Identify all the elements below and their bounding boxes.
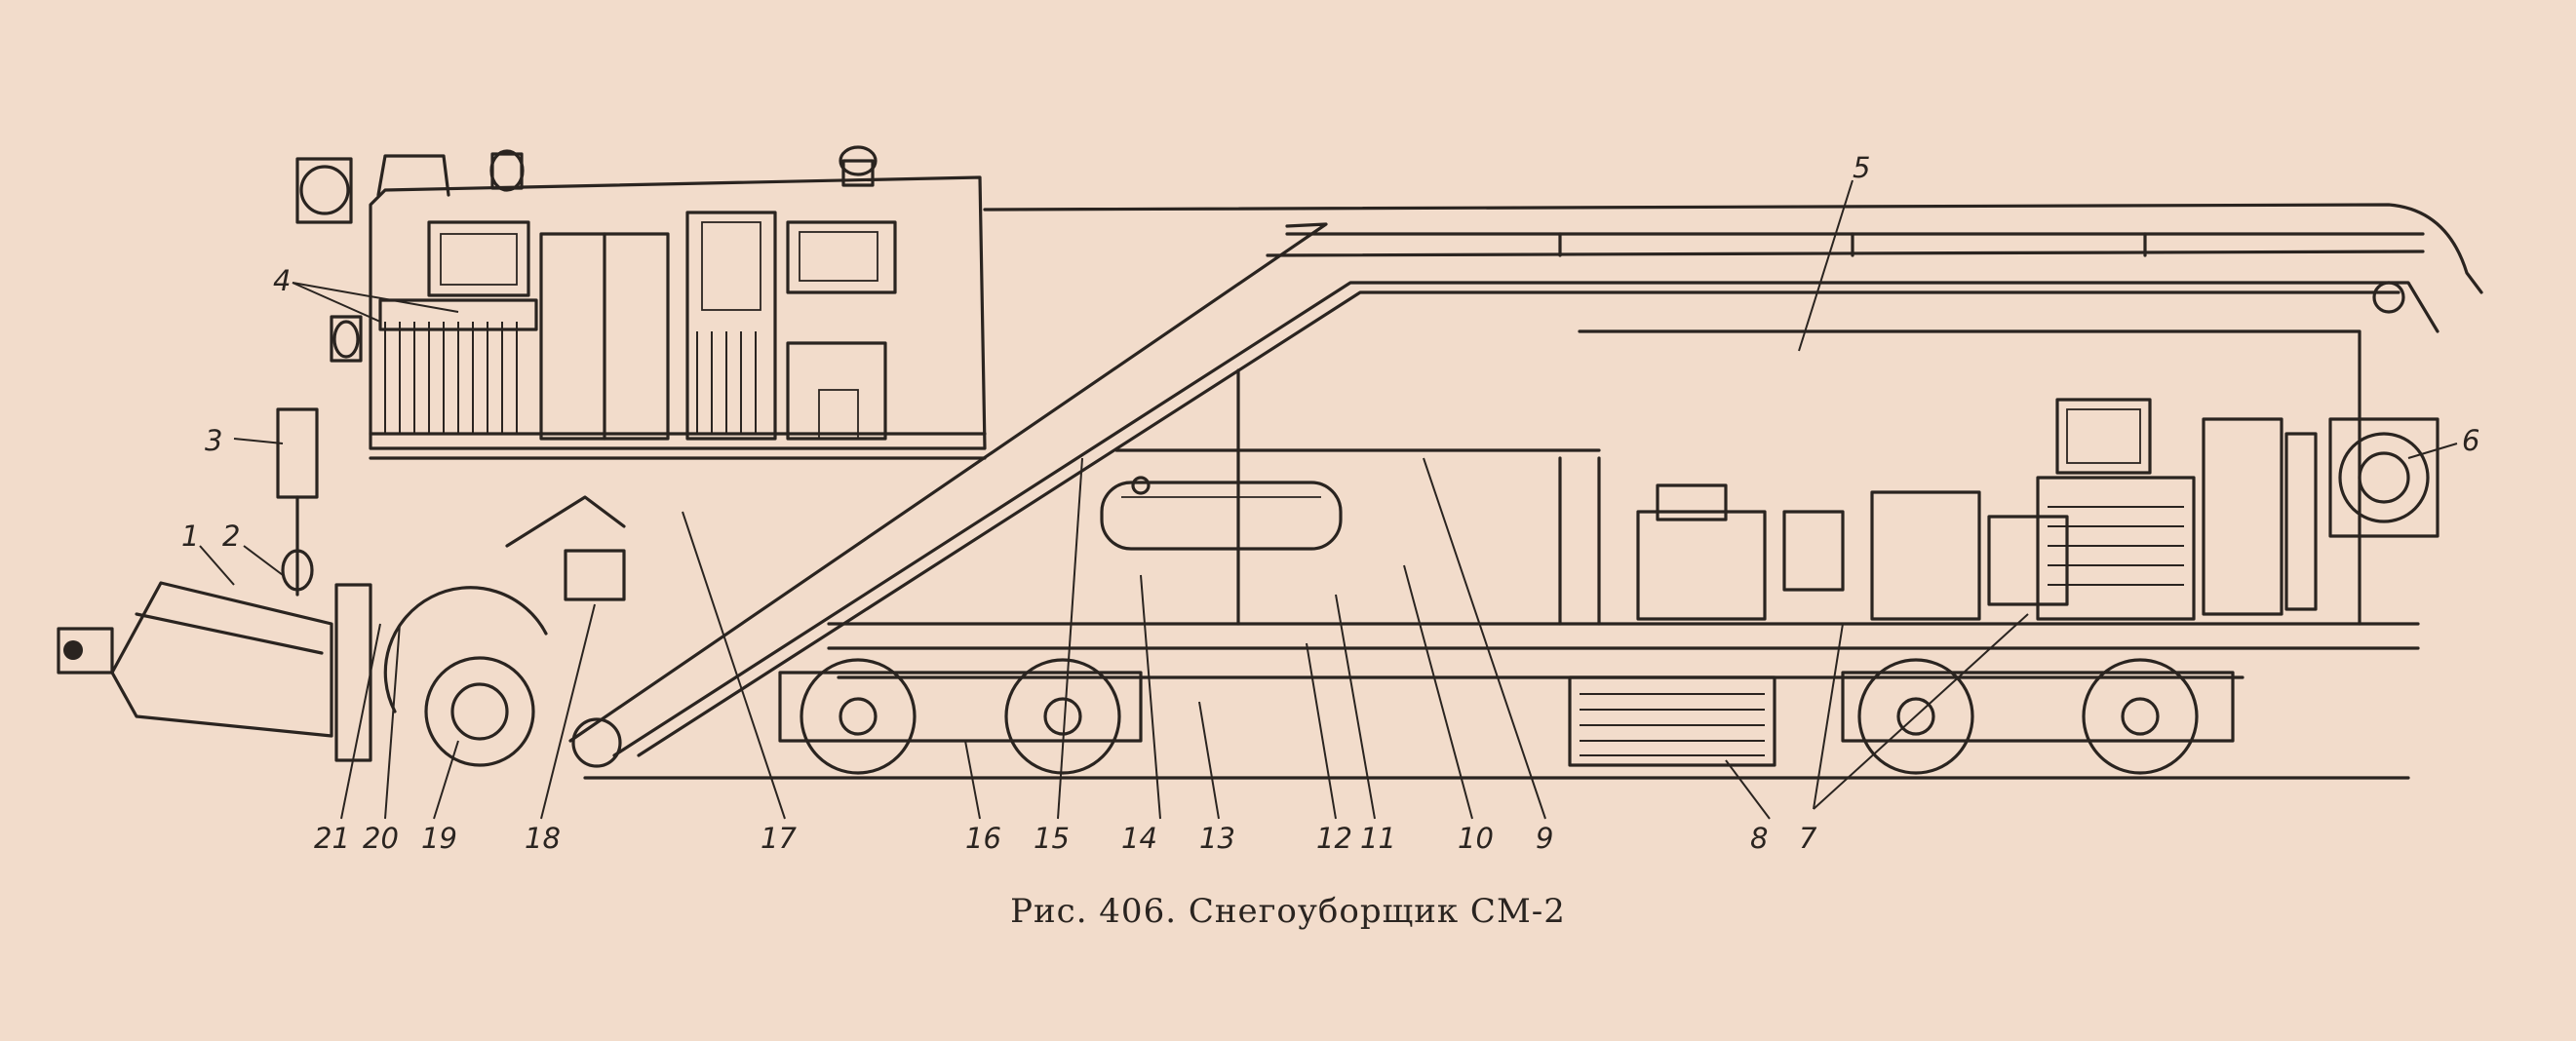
callout-11: 11: [1360, 822, 1396, 855]
callout-8: 8: [1750, 822, 1768, 855]
bogie-front: [778, 658, 1143, 775]
callout-7: 7: [1799, 822, 1817, 855]
callout-labels: 1 2 3 4 5 6 7 8 9 10 11 12 13 14 15 16 1…: [181, 151, 2479, 855]
frame: [827, 448, 2420, 679]
callout-13: 13: [1199, 822, 1235, 855]
leader-lines: [199, 179, 2458, 820]
callout-14: 14: [1121, 822, 1157, 855]
callout-2: 2: [222, 520, 240, 553]
callout-3: 3: [205, 424, 222, 457]
callout-15: 15: [1034, 822, 1070, 855]
callout-21: 21: [314, 822, 350, 855]
bogie-rear: [1841, 658, 2235, 775]
callout-17: 17: [761, 822, 797, 855]
callout-4: 4: [273, 264, 291, 297]
brush: [383, 495, 626, 767]
callout-10: 10: [1458, 822, 1494, 855]
callout-9: 9: [1536, 822, 1553, 855]
callout-20: 20: [363, 822, 399, 855]
cab: [295, 145, 987, 460]
callout-16: 16: [965, 822, 1001, 855]
fan: [2328, 417, 2439, 538]
door-hatching: [696, 331, 757, 434]
callout-5: 5: [1853, 151, 1870, 184]
front-plow: [57, 407, 372, 762]
callout-18: 18: [525, 822, 561, 855]
conveyor: [568, 203, 2483, 768]
grille: [1568, 675, 1776, 767]
callout-1: 1: [181, 520, 199, 553]
callout-6: 6: [2462, 424, 2479, 457]
control-levers: [378, 298, 538, 434]
engine: [1636, 398, 2318, 621]
callout-12: 12: [1316, 822, 1352, 855]
radiator-fins: [2048, 506, 2184, 586]
figure-caption: Рис. 406. Снегоуборщик СМ-2: [1010, 892, 1566, 931]
air-tank: [1100, 476, 1343, 551]
callout-19: 19: [421, 822, 457, 855]
